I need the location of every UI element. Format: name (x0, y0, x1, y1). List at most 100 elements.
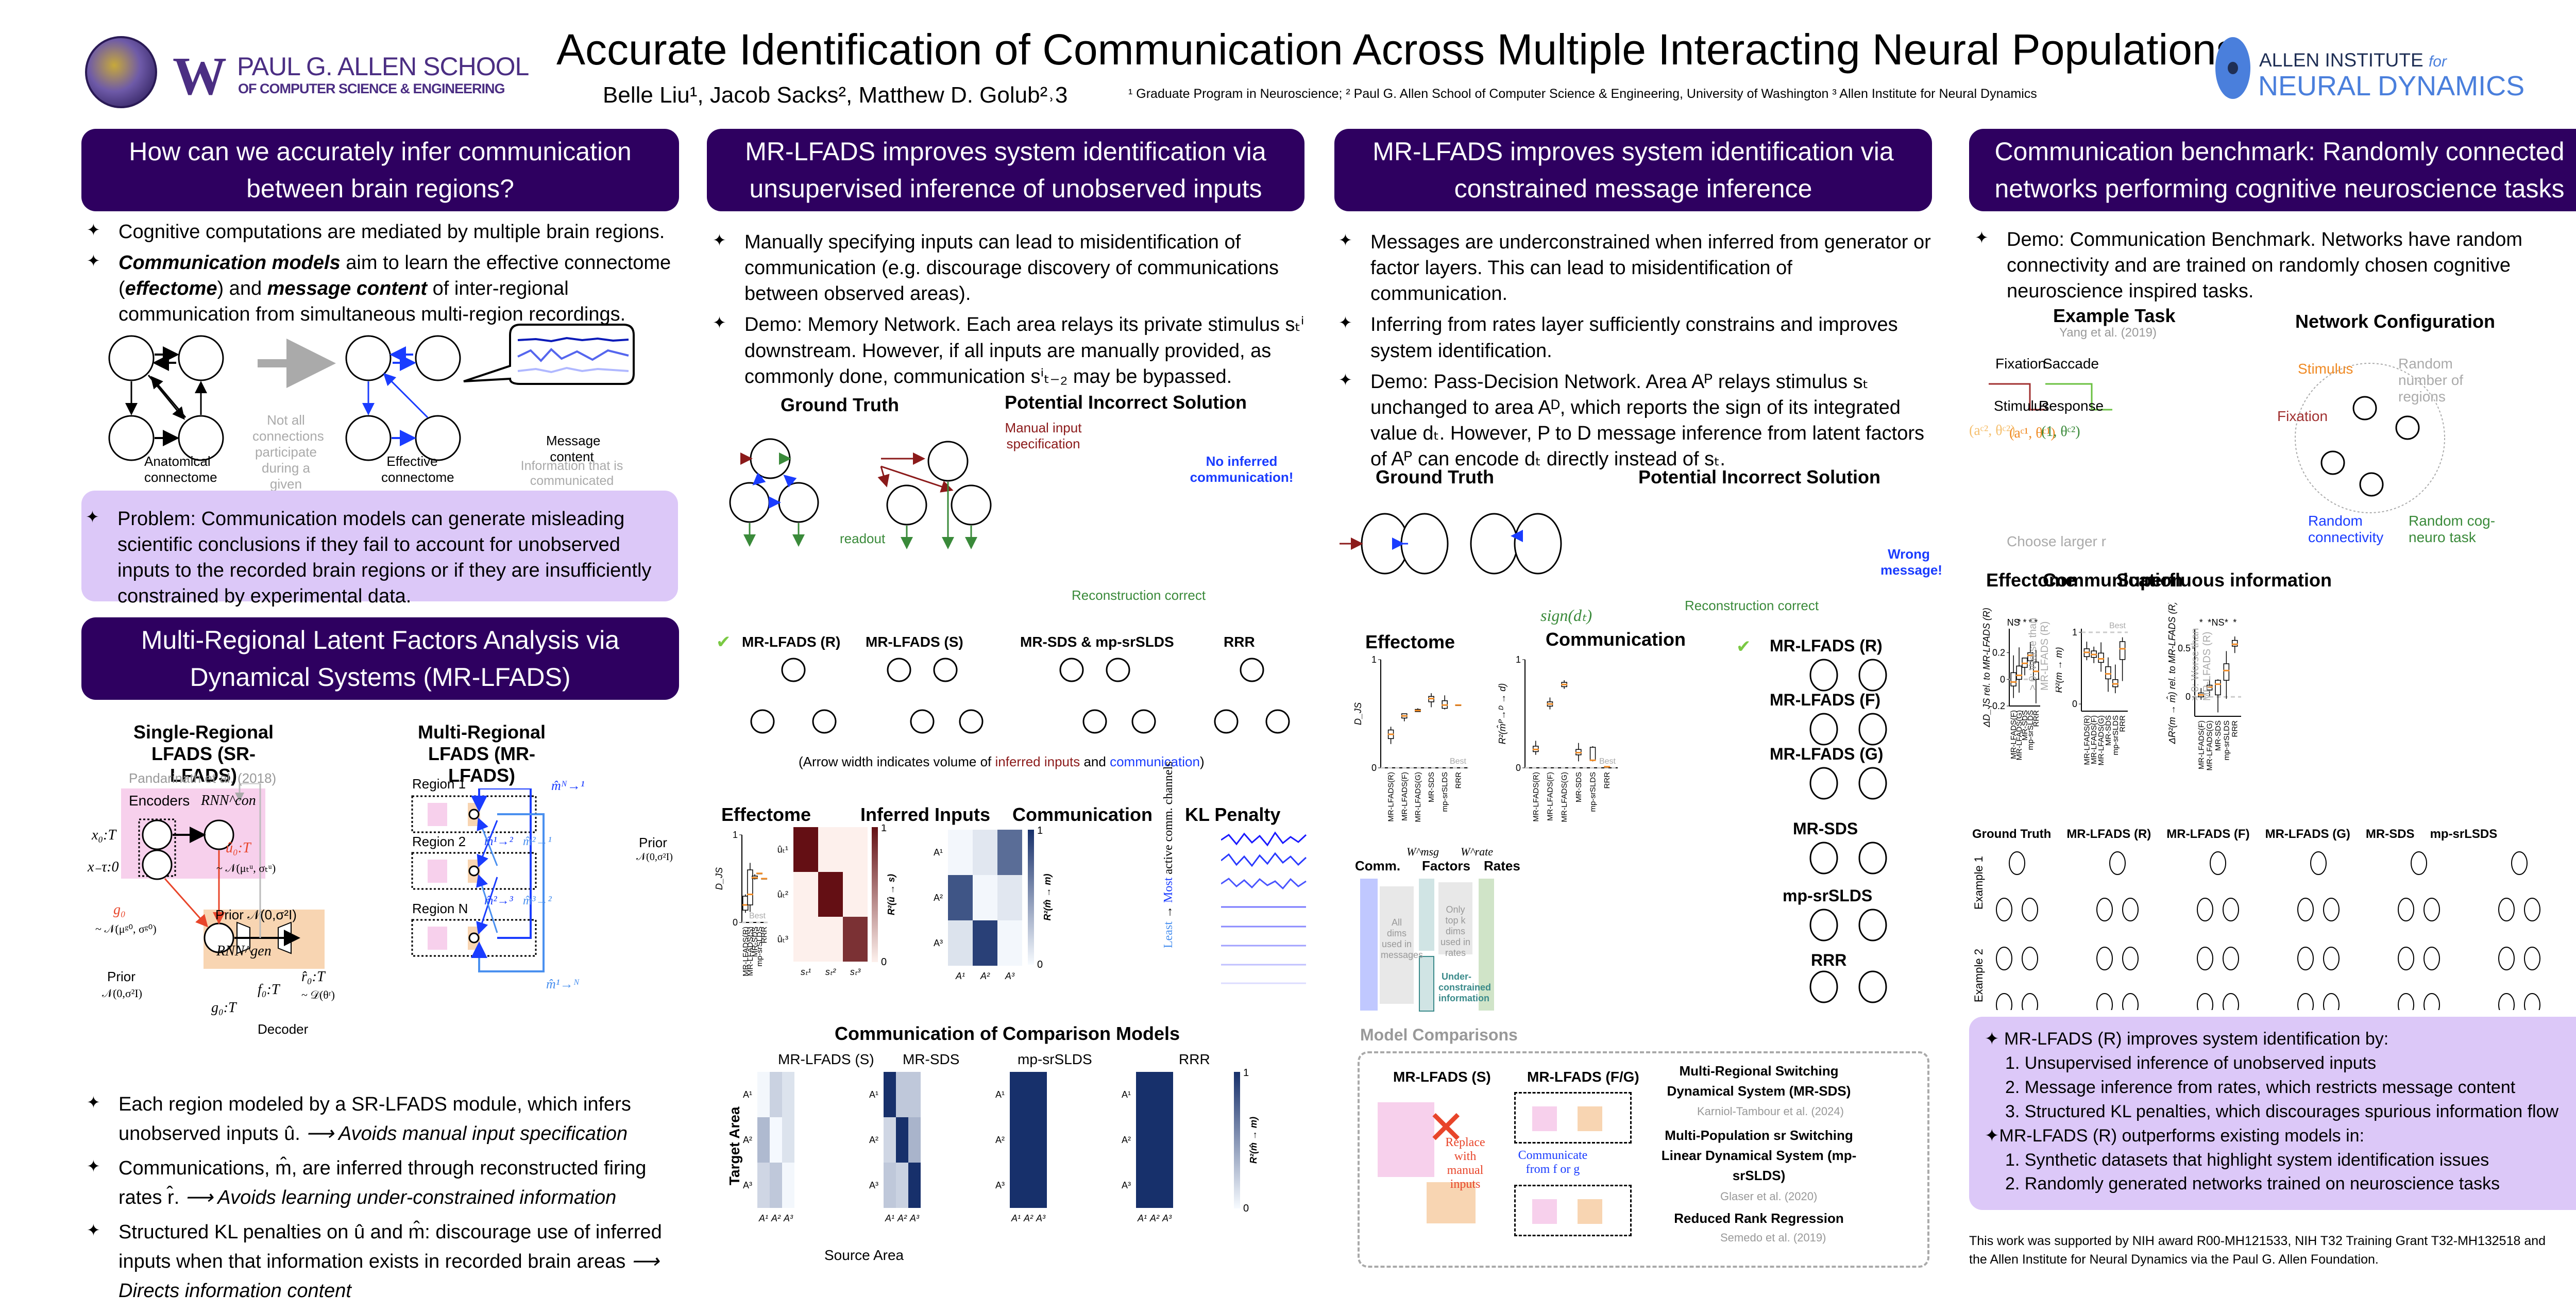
comparison-cell (782, 1163, 794, 1208)
y-axis-label: D_JS (1353, 702, 1363, 725)
model-label: RRR (1811, 951, 1847, 969)
comparison-model-label: MR-LFADS (S) (778, 1051, 874, 1067)
graph-rrr (1214, 658, 1290, 734)
worse-note: > 0: Worse than MR-LFADS (R) (2190, 628, 2213, 701)
panel-title: Inferred Inputs (860, 804, 991, 825)
reconstruction-label: Reconstruction correct (1072, 587, 1206, 603)
comparison-cell (884, 1163, 896, 1208)
w-msg-label: W^msg (1406, 845, 1439, 858)
x-tick-label: mp-srSLDS (2222, 720, 2231, 761)
box (1589, 747, 1596, 761)
c2-effectome-chart: Best01MR-LFADS(R)MR-LFADS(S)MR-SDSmp-srS… (714, 830, 769, 977)
comm-cell (997, 875, 1022, 920)
col-label: A¹ (885, 1213, 894, 1223)
x-tick-label: RRR (1603, 772, 1612, 789)
area-node (2297, 993, 2314, 1010)
text: Most (1162, 877, 1175, 903)
stim-c2-label: (aᶜ², θᶜ²) (1969, 423, 2015, 439)
colorbar (1028, 830, 1034, 965)
colorbar (872, 827, 878, 962)
model-label: MR-LFADS (R) (742, 634, 841, 650)
comm-cell (948, 920, 973, 966)
saccade-label: Saccade (2043, 356, 2099, 372)
c4-plot-title: Superfluous information (2116, 569, 2332, 591)
area-node (1996, 947, 2012, 970)
col4-bullet: Demo: Communication Benchmark. Networks … (1971, 227, 2576, 304)
row-label: ûₜ² (777, 889, 788, 900)
x-tick-label: MR-LFADS(G) (2015, 710, 2024, 761)
incorrect-title: Potential Incorrect Solution (1638, 466, 1881, 488)
pass-decision-diagram (1340, 513, 1562, 575)
authors: Belle Liu¹, Jacob Sacks², Matthew D. Gol… (603, 82, 1068, 108)
col2-bullet: Demo: Memory Network. Each area relays i… (708, 312, 1306, 389)
reference-label: Best (1599, 757, 1616, 766)
comparison-cell (757, 1117, 770, 1163)
row-label: A² (995, 1135, 1005, 1145)
y-tick-label: 0 (733, 917, 738, 928)
comm-cell (948, 830, 973, 875)
conclusion-box: ✦ MR-LFADS (R) improves system identific… (1969, 1017, 2576, 1210)
problem-text: Problem: Communication models can genera… (81, 506, 668, 610)
messages-trapezoid (1380, 886, 1414, 1004)
c3-model-graphs (1809, 659, 1887, 1003)
box (2027, 652, 2033, 661)
worse-note: > 0: Worse than MR-LFADS (R) (2027, 617, 2050, 691)
term-communication-models: Communication models (118, 252, 341, 274)
comparison-cell (770, 1072, 782, 1117)
y-axis-label: R²(m̂ᴾ→ᴰ → d) (1497, 683, 1507, 744)
graph-col-label: Ground Truth (1972, 827, 2052, 841)
significance-label: * (2225, 617, 2228, 628)
example-task-cite: Yang et al. (2019) (2059, 326, 2157, 340)
message-label: m̂¹→² (484, 835, 513, 848)
model-label: MR-SDS & mp-srSLDS (1020, 634, 1174, 650)
col-label: A² (1023, 1213, 1033, 1223)
rates-column (1479, 879, 1494, 1011)
comparison-cell (1161, 1163, 1173, 1208)
row-label: A³ (743, 1180, 752, 1190)
row-label: A³ (1122, 1180, 1131, 1190)
area-node (2297, 898, 2314, 921)
x-tick-label: MR-LFADS(R) (1532, 772, 1540, 822)
region-2-module (411, 852, 537, 890)
kl-penalty-traces (1221, 831, 1307, 984)
text: active comm. channels (1162, 761, 1175, 875)
reconstruction-label: Reconstruction correct (1685, 598, 1819, 613)
box (2016, 665, 2022, 680)
conclusion-item: 2. Randomly generated networks trained o… (2005, 1174, 2500, 1194)
term-effectome: effectome (125, 278, 217, 300)
significance-label: NS (2211, 617, 2224, 628)
area-node (2524, 898, 2540, 921)
allen-school-line2: OF COMPUTER SCIENCE & ENGINEERING (238, 81, 505, 96)
col-label: A² (897, 1213, 907, 1223)
intro-bullet: Cognitive computations are mediated by m… (82, 219, 680, 245)
kl-axis-label: Least → Most active comm. channels (1162, 761, 1175, 948)
col-label: A¹ (1011, 1213, 1021, 1223)
choose-larger-label: Choose larger r (2007, 533, 2106, 549)
c3-comm-chart: Best01MR-LFADS(R)MR-LFADS(F)MR-LFADS(G)M… (1497, 654, 1618, 822)
prior-label-2: Prior (107, 969, 135, 984)
model-label: MR-SDS (1793, 819, 1858, 838)
message-label: Message content (546, 433, 601, 464)
input-cell (843, 872, 868, 917)
graph-mrlfads-s (887, 658, 984, 734)
ground-truth-graph (729, 438, 819, 547)
top-k-note: Only top k dims used in rates (1440, 904, 1471, 958)
fg-region-2 (1514, 1185, 1632, 1236)
sign-dt-label: sign(dₜ) (1540, 606, 1592, 625)
ground-truth-title: Ground Truth (781, 394, 899, 415)
pd-graph (1809, 659, 1887, 692)
significance-label: * (2034, 617, 2038, 628)
comparison-cell (1010, 1163, 1022, 1208)
text: ) and (217, 278, 267, 300)
message-label: m̂¹→ᴺ (546, 977, 580, 991)
row-label: ûₜ³ (777, 934, 788, 945)
comparison-cell (1010, 1117, 1022, 1163)
example-graphs (1996, 851, 2540, 1010)
model-label: mp-srSLDS (1783, 886, 1873, 905)
row-label: A³ (995, 1180, 1005, 1190)
colorbar-max: 1 (1037, 825, 1043, 836)
col-label: A³ (1162, 1213, 1172, 1223)
incorrect-pd-graph (1470, 513, 1562, 575)
c4-comm-chart: Best01MR-LFADS(R)MR-LFADS(F)MR-LFADS(G)M… (2056, 621, 2128, 766)
